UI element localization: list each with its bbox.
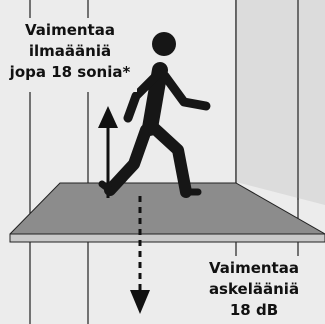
right-wall-shade <box>236 0 325 205</box>
impact-label-line1: Vaimentaa <box>209 259 299 277</box>
impact-sound-label: Vaimentaa askelääniä 18 dB <box>186 256 322 324</box>
airborne-label-line1: Vaimentaa <box>25 21 115 39</box>
airborne-label-line3: jopa 18 sonia* <box>9 63 131 81</box>
airborne-sound-label: Vaimentaa ilmaääniä jopa 18 sonia* <box>3 18 137 92</box>
impact-label-line2: askelääniä <box>208 280 300 298</box>
airborne-label-line2: ilmaääniä <box>28 42 112 60</box>
floor-slab-edge <box>9 233 325 243</box>
impact-label-line3: 18 dB <box>229 301 279 319</box>
walking-person-icon <box>98 32 211 198</box>
